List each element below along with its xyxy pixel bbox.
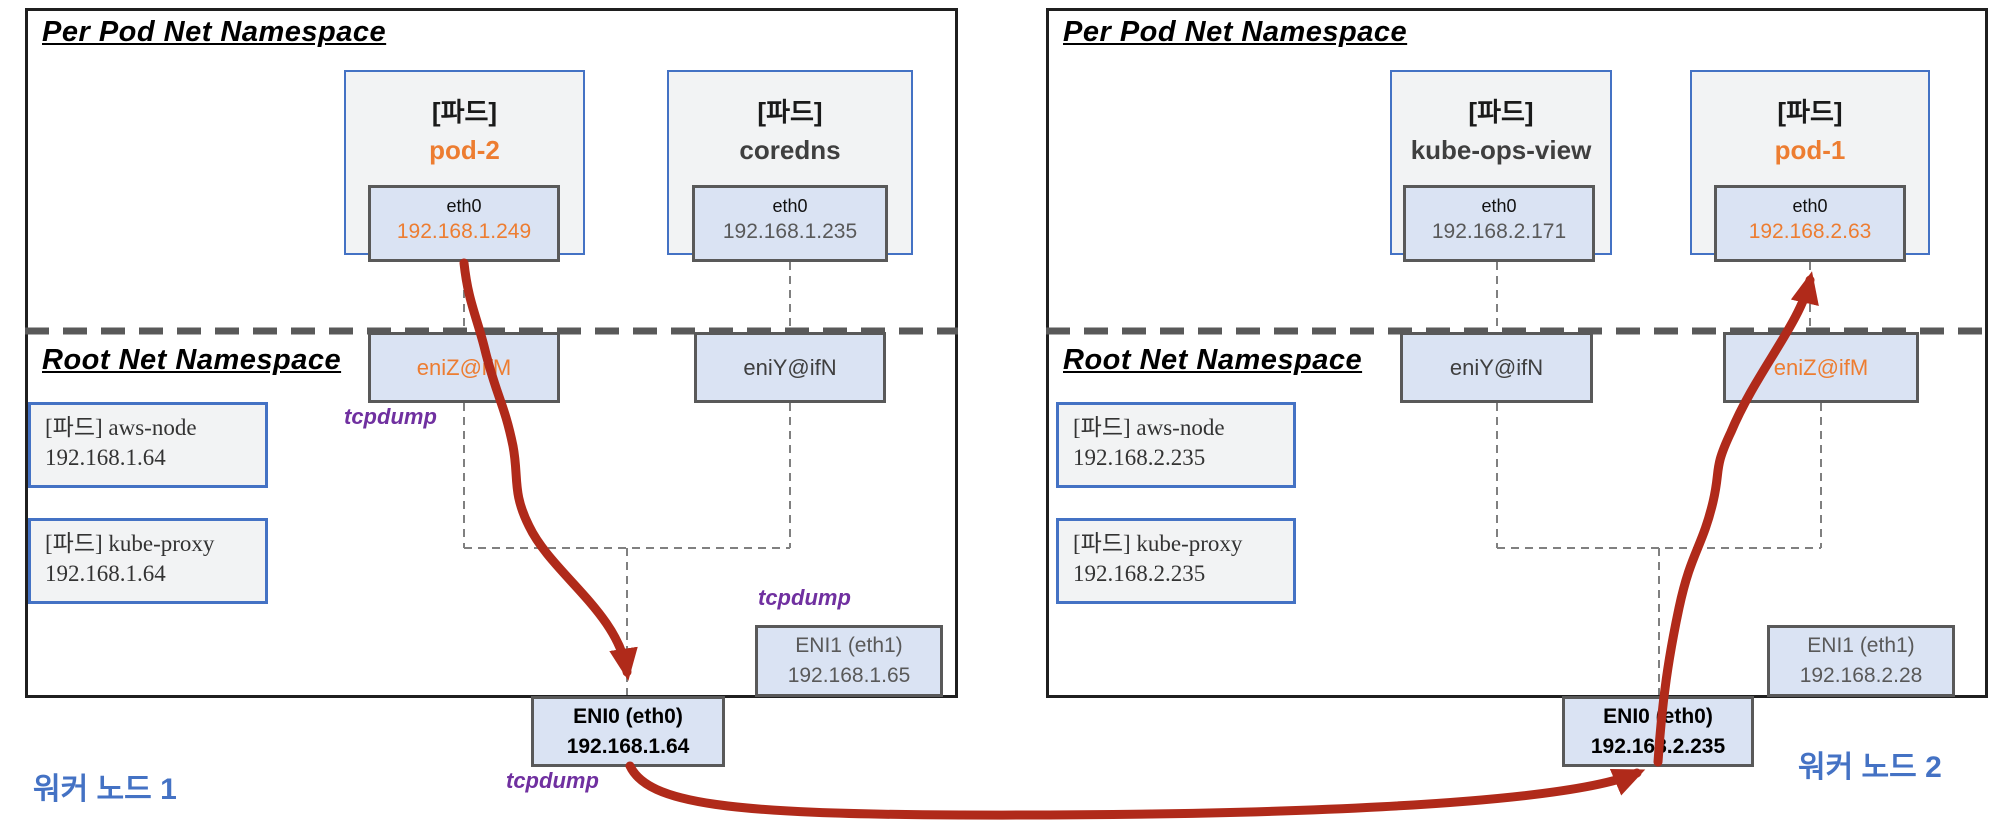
tcpdump-label-veth: tcpdump (344, 404, 437, 429)
eni-box-eniY-node2: eniY@ifN (1400, 332, 1593, 403)
eth0-ip: 192.168.1.235 (722, 219, 858, 243)
eni1-ip: 192.168.2.28 (1799, 664, 1923, 688)
pod-tag: [파드] (431, 97, 498, 127)
eth0-ip: 192.168.2.63 (1748, 219, 1872, 243)
pod-name: coredns (739, 135, 841, 165)
eni0-ip: 192.168.1.64 (566, 735, 690, 759)
eni1-box-node2: ENI1 (eth1) 192.168.2.28 (1767, 625, 1955, 697)
eth0-label: eth0 (772, 196, 808, 216)
pod-tag: [파드] (757, 97, 823, 127)
eth0-box-pod-2: eth0 192.168.1.249 (368, 185, 560, 262)
eth0-box-pod-1: eth0 192.168.2.63 (1714, 185, 1906, 262)
info-line1: [파드] aws-node (45, 415, 197, 440)
info-box-aws-node-1: [파드] aws-node 192.168.1.64 (28, 402, 268, 488)
info-box-kube-proxy-2: [파드] kube-proxy 192.168.2.235 (1056, 518, 1296, 604)
eth0-ip: 192.168.1.249 (396, 219, 532, 243)
per-pod-namespace-title-2: Per Pod Net Namespace (1063, 16, 1408, 48)
eni1-label: ENI1 (eth1) (1807, 634, 1915, 657)
eni0-label: ENI0 (eth0) (1603, 705, 1713, 728)
pod-tag: [파드] (1777, 97, 1843, 127)
info-line2: 192.168.1.64 (45, 444, 166, 470)
eni1-box-node1: ENI1 (eth1) 192.168.1.65 (755, 625, 943, 697)
eni-box-eniZ-node1: eniZ@ifM (368, 332, 560, 403)
tcpdump-label-eni1: tcpdump (758, 585, 851, 610)
info-line2: 192.168.2.235 (1073, 560, 1206, 586)
info-line2: 192.168.2.235 (1073, 444, 1206, 470)
worker-node-2-label: 워커 노드 2 (1798, 751, 1942, 784)
info-line1: [파드] aws-node (1073, 415, 1225, 440)
eth0-box-kube-ops-view: eth0 192.168.2.171 (1403, 185, 1595, 262)
eth0-box-coredns: eth0 192.168.1.235 (692, 185, 888, 262)
eth0-label: eth0 (1792, 196, 1828, 216)
eth0-ip: 192.168.2.171 (1431, 219, 1567, 243)
eni1-label: ENI1 (eth1) (795, 634, 903, 657)
eth0-label: eth0 (446, 196, 482, 216)
eni-box-eniZ-node2: eniZ@ifM (1723, 332, 1919, 403)
info-line1: [파드] kube-proxy (1073, 531, 1243, 556)
eni0-box-node1: ENI0 (eth0) 192.168.1.64 (531, 696, 725, 767)
info-box-kube-proxy-1: [파드] kube-proxy 192.168.1.64 (28, 518, 268, 604)
pod-name: kube-ops-view (1410, 135, 1592, 165)
info-line1: [파드] kube-proxy (45, 531, 215, 556)
per-pod-namespace-title-1: Per Pod Net Namespace (42, 16, 387, 48)
info-box-aws-node-2: [파드] aws-node 192.168.2.235 (1056, 402, 1296, 488)
eni0-label: ENI0 (eth0) (573, 705, 683, 728)
eni-box-eniY-node1: eniY@ifN (694, 332, 886, 403)
eth0-label: eth0 (1481, 196, 1517, 216)
eni0-ip: 192.168.2.235 (1590, 735, 1726, 759)
eni0-box-node2: ENI0 (eth0) 192.168.2.235 (1562, 696, 1754, 767)
pod-name: pod-1 (1774, 135, 1846, 165)
pod-name: pod-2 (429, 135, 500, 165)
info-line2: 192.168.1.64 (45, 560, 166, 586)
pod-tag: [파드] (1468, 97, 1534, 127)
worker-node-1-label: 워커 노드 1 (33, 773, 177, 806)
flow-arrow-eni0-to-eni0 (625, 761, 1646, 820)
root-namespace-title-1: Root Net Namespace (42, 344, 342, 376)
tcpdump-label-eni0: tcpdump (506, 768, 599, 793)
eni1-ip: 192.168.1.65 (787, 664, 911, 688)
root-namespace-title-2: Root Net Namespace (1063, 344, 1363, 376)
